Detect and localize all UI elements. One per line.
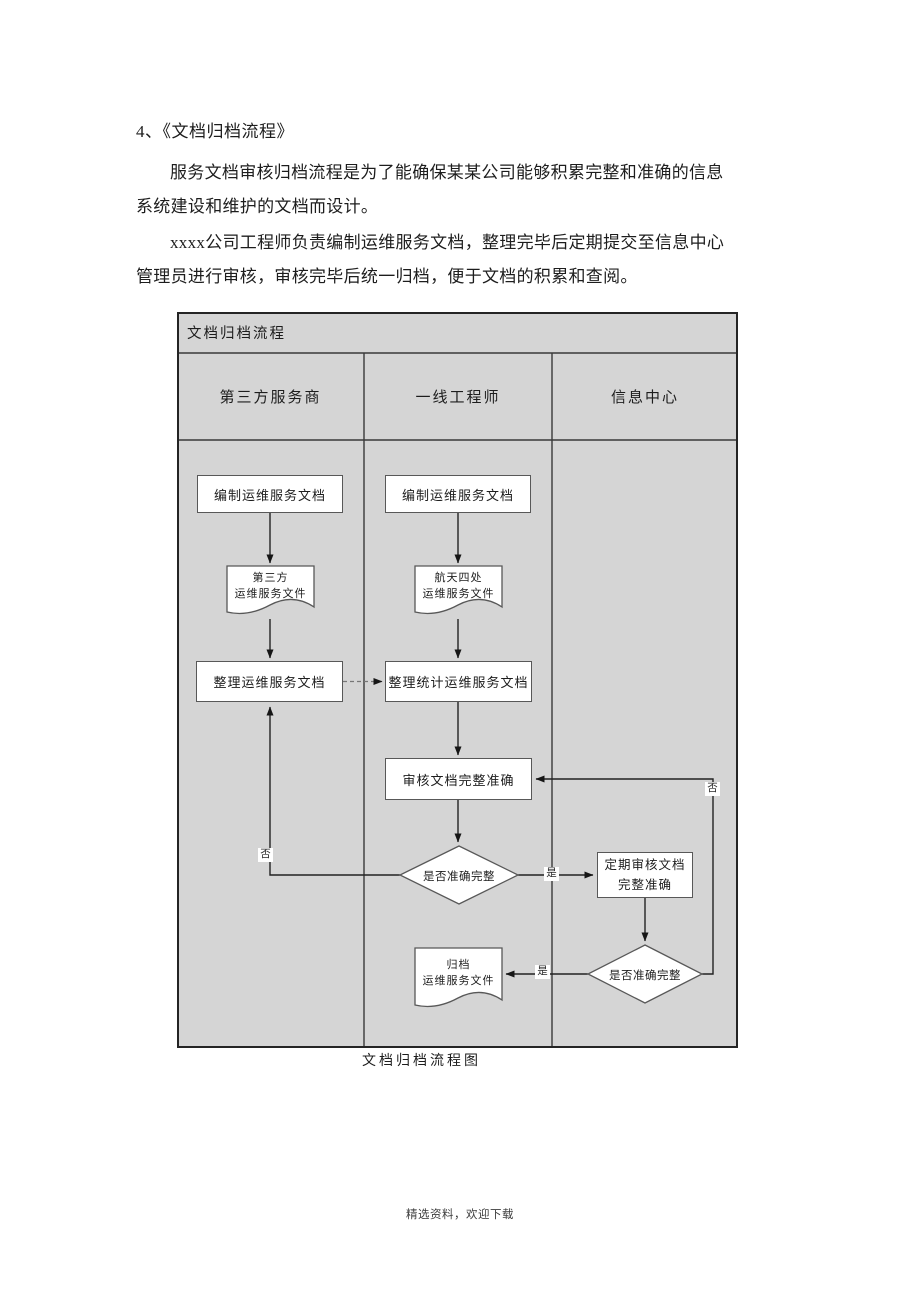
paragraph-1-line-1: 服务文档审核归档流程是为了能确保某某公司能够积累完整和准确的信息 xyxy=(170,163,724,182)
flowchart-border xyxy=(177,312,738,1048)
edge-label-decision2-yes: 是 xyxy=(535,965,550,979)
decision1-label: 是否准确完整 xyxy=(423,871,495,883)
document-node-archive-line1: 归档 xyxy=(446,959,471,971)
process-organize-stats-doc: 整理统计运维服务文档 xyxy=(385,661,532,702)
document-shape-engineer xyxy=(414,565,503,615)
process-review-doc: 审核文档完整准确 xyxy=(385,758,532,800)
document-node-thirdparty: 第三方 运维服务文件 xyxy=(227,570,314,602)
edge-label-decision1-yes: 是 xyxy=(544,867,559,881)
lane-header-info-center: 信息中心 xyxy=(610,390,679,406)
document-node-engineer-line1: 航天四处 xyxy=(434,572,483,584)
process-periodic-review-line2: 完整准确 xyxy=(617,878,672,892)
flowchart-container: 文档归档流程 第三方服务商 一线工程师 信息中心 编制运维服务文档 编制运维服务… xyxy=(177,312,738,1048)
process-periodic-review: 定期审核文档 完整准确 xyxy=(597,852,693,898)
decision2-label: 是否准确完整 xyxy=(609,970,681,982)
paragraph-2-line-2: 管理员进行审核，审核完毕后统一归档，便于文档的积累和查阅。 xyxy=(136,267,638,286)
flowchart-canvas xyxy=(177,312,738,1048)
process-organize-doc-thirdparty: 整理运维服务文档 xyxy=(196,661,343,702)
decision1-shape xyxy=(398,845,520,905)
edge-label-decision1-no: 否 xyxy=(258,848,273,862)
process-compile-doc-thirdparty: 编制运维服务文档 xyxy=(197,475,343,513)
page-footer: 精选资料，欢迎下载 xyxy=(406,1209,514,1221)
process-compile-doc-engineer: 编制运维服务文档 xyxy=(385,475,531,513)
diagram-caption: 文档归档流程图 xyxy=(362,1054,481,1069)
document-node-engineer-line2: 运维服务文件 xyxy=(422,588,495,600)
lane-header-third-party: 第三方服务商 xyxy=(219,390,322,406)
flowchart-title: 文档归档流程 xyxy=(187,326,286,342)
section-heading: 4、《文档归档流程》 xyxy=(136,122,294,141)
edge-label-decision2-no: 否 xyxy=(705,782,720,796)
document-node-thirdparty-line2: 运维服务文件 xyxy=(234,588,307,600)
paragraph-2-line-1: xxxx公司工程师负责编制运维服务文档，整理完毕后定期提交至信息中心 xyxy=(170,233,725,252)
lane-header-front-line-engineer: 一线工程师 xyxy=(415,390,501,406)
swimlane-grid xyxy=(177,352,738,1048)
document-shape-archive xyxy=(414,947,503,1008)
document-node-engineer: 航天四处 运维服务文件 xyxy=(415,570,502,602)
document-node-archive-line2: 运维服务文件 xyxy=(422,975,495,987)
paragraph-1-line-2: 系统建设和维护的文档而设计。 xyxy=(136,197,379,216)
decision2-shape xyxy=(586,944,704,1004)
document-node-archive: 归档 运维服务文件 xyxy=(415,957,502,989)
process-periodic-review-line1: 定期审核文档 xyxy=(604,858,686,872)
document-shape-thirdparty xyxy=(226,565,315,615)
document-node-thirdparty-line1: 第三方 xyxy=(252,572,289,584)
